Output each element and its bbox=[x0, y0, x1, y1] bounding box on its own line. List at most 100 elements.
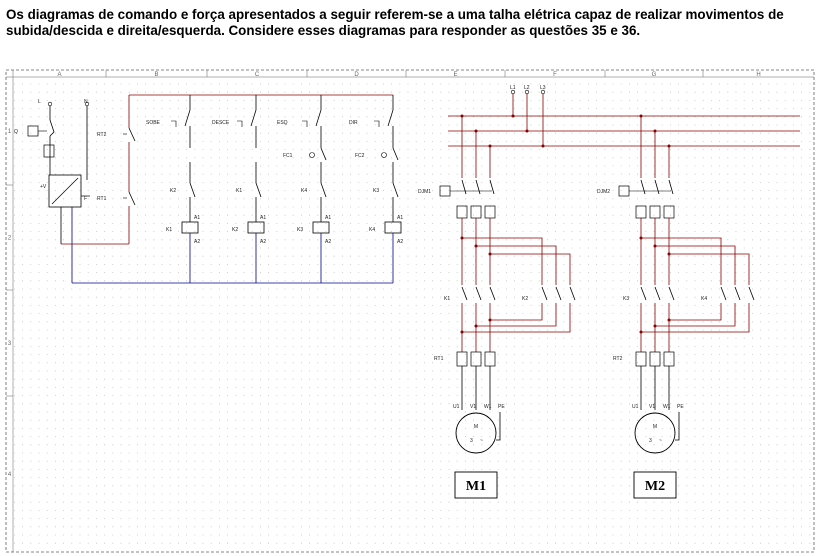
m2-motor-circle bbox=[634, 412, 676, 454]
rung-4-limit-blade bbox=[392, 147, 399, 161]
m1-breaker-trip bbox=[456, 205, 468, 219]
m1-swap-link bbox=[462, 303, 571, 333]
overload-rt2-blade bbox=[128, 127, 136, 142]
rung-3-limit-label: FC1 bbox=[283, 153, 293, 159]
phase-label-l2: L2 bbox=[524, 85, 530, 91]
m2-breaker-pole bbox=[640, 179, 646, 195]
m2-overload-element bbox=[635, 351, 647, 367]
m1-reverse-feed bbox=[476, 245, 557, 285]
m1-breaker-handle bbox=[439, 185, 451, 197]
rung-3-button-blade bbox=[315, 109, 322, 127]
phase-terminal-l2 bbox=[524, 89, 530, 95]
m2-swap-junction bbox=[667, 318, 671, 322]
m2-swap-junction bbox=[639, 330, 643, 334]
m2-motor-phase: 3 bbox=[649, 438, 652, 444]
m2-breaker-label: DJM2 bbox=[597, 189, 610, 195]
rung-4-interlock-blade bbox=[392, 182, 399, 198]
rung-3-coil-label: K3 bbox=[297, 227, 303, 233]
m2-pe-wire bbox=[675, 412, 680, 441]
rung-2-interlock-blade bbox=[255, 182, 262, 198]
question-text: Os diagramas de comando e força apresent… bbox=[6, 7, 820, 39]
m1-reverse-feed bbox=[490, 253, 571, 285]
m2-breaker-pole bbox=[654, 179, 660, 195]
rung-2-coil-a1: A1 bbox=[260, 215, 266, 221]
transformer-primary-label: +V bbox=[40, 184, 47, 190]
m2-contactor-pole bbox=[640, 286, 647, 301]
frame-row-label: 2 bbox=[8, 236, 12, 242]
m2-k-forward-label: K3 bbox=[623, 296, 629, 302]
m1-name: M1 bbox=[466, 479, 486, 494]
rung-3-interlock-label: K4 bbox=[301, 188, 307, 194]
supply-terminal-n bbox=[84, 101, 90, 107]
m2-overload-label: RT2 bbox=[613, 356, 623, 362]
frame-column-label: B bbox=[154, 72, 158, 78]
rung-1-coil-a2: A2 bbox=[194, 239, 200, 245]
m1-breaker-label: DJM1 bbox=[418, 189, 431, 195]
supply-l-label: L bbox=[38, 99, 41, 105]
m1-motor-phase: 3 bbox=[470, 438, 473, 444]
m2-reverse-tap bbox=[667, 252, 671, 256]
m1-breaker-pole bbox=[489, 179, 495, 195]
m1-overload-element bbox=[456, 351, 468, 367]
m2-swap-link bbox=[641, 303, 750, 333]
rung-3-coil-a2: A2 bbox=[325, 239, 331, 245]
m1-contactor-pole bbox=[489, 286, 496, 301]
rung-1-button-label: SOBE bbox=[146, 120, 161, 126]
m1-motor-circle bbox=[455, 412, 497, 454]
breaker-q-handle bbox=[27, 125, 39, 137]
breaker-q-contact bbox=[49, 119, 55, 137]
m2-reverse-feed bbox=[641, 237, 722, 285]
m2-breaker-pole bbox=[668, 179, 674, 195]
m1-terminal-pe: PE bbox=[498, 404, 505, 410]
rung-1-button-actuator bbox=[171, 120, 177, 127]
rung-1-coil-a1: A1 bbox=[194, 215, 200, 221]
rung-1-interlock-blade bbox=[189, 182, 196, 198]
rung-4-button-label: DIR bbox=[349, 120, 358, 126]
grid-dots bbox=[14, 83, 811, 544]
m2-terminal-pe: PE bbox=[677, 404, 684, 410]
m2-contactor-pole bbox=[748, 286, 755, 301]
rung-3-limit-blade bbox=[320, 147, 327, 161]
m2-reverse-tap bbox=[639, 236, 643, 240]
phase-terminal-l1 bbox=[510, 89, 516, 95]
m2-contactor-pole bbox=[720, 286, 727, 301]
m2-breaker-handle bbox=[618, 185, 630, 197]
m2-reverse-feed bbox=[655, 245, 736, 285]
frame-column-label: G bbox=[652, 72, 657, 78]
m2-motor-ac: ~ bbox=[659, 438, 662, 444]
m1-reverse-tap bbox=[474, 244, 478, 248]
m2-contactor-pole bbox=[654, 286, 661, 301]
rung-1-coil-label: K1 bbox=[166, 227, 172, 233]
rung-4-button-blade bbox=[387, 109, 394, 127]
frame-column-label: A bbox=[57, 72, 61, 78]
m1-contactor-pole bbox=[541, 286, 548, 301]
rung-4-limit-roller bbox=[381, 152, 387, 158]
m1-reverse-tap bbox=[488, 252, 492, 256]
rung-4-limit-label: FC2 bbox=[355, 153, 365, 159]
frame-column-label: C bbox=[255, 72, 260, 78]
rung-2-interlock-label: K1 bbox=[236, 188, 242, 194]
rung-1-coil bbox=[181, 221, 199, 234]
frame-border bbox=[5, 69, 815, 553]
rung-4-coil-a2: A2 bbox=[397, 239, 403, 245]
m1-contactor-pole bbox=[555, 286, 562, 301]
breaker-q-trip bbox=[43, 144, 55, 158]
m2-reverse-feed bbox=[669, 253, 750, 285]
m1-contactor-pole bbox=[461, 286, 468, 301]
m1-name-box bbox=[454, 471, 498, 499]
m2-breaker-trip bbox=[649, 205, 661, 219]
m2-k-reverse-label: K4 bbox=[701, 296, 707, 302]
m2-swap-junction bbox=[653, 324, 657, 328]
m2-name-box bbox=[633, 471, 677, 499]
m1-motor-ac: ~ bbox=[480, 438, 483, 444]
m1-k-forward-label: K1 bbox=[444, 296, 450, 302]
m2-reverse-tap bbox=[653, 244, 657, 248]
phase-terminal-l3 bbox=[540, 89, 546, 95]
rung-3-limit-roller bbox=[309, 152, 315, 158]
overload-rt2-label: RT2 bbox=[97, 132, 107, 138]
breaker-q-label: Q bbox=[14, 129, 18, 135]
m1-swap-link bbox=[476, 303, 557, 327]
rung-1-interlock-label: K2 bbox=[170, 188, 176, 194]
m1-k-reverse-label: K2 bbox=[522, 296, 528, 302]
m1-swap-link bbox=[490, 303, 543, 321]
